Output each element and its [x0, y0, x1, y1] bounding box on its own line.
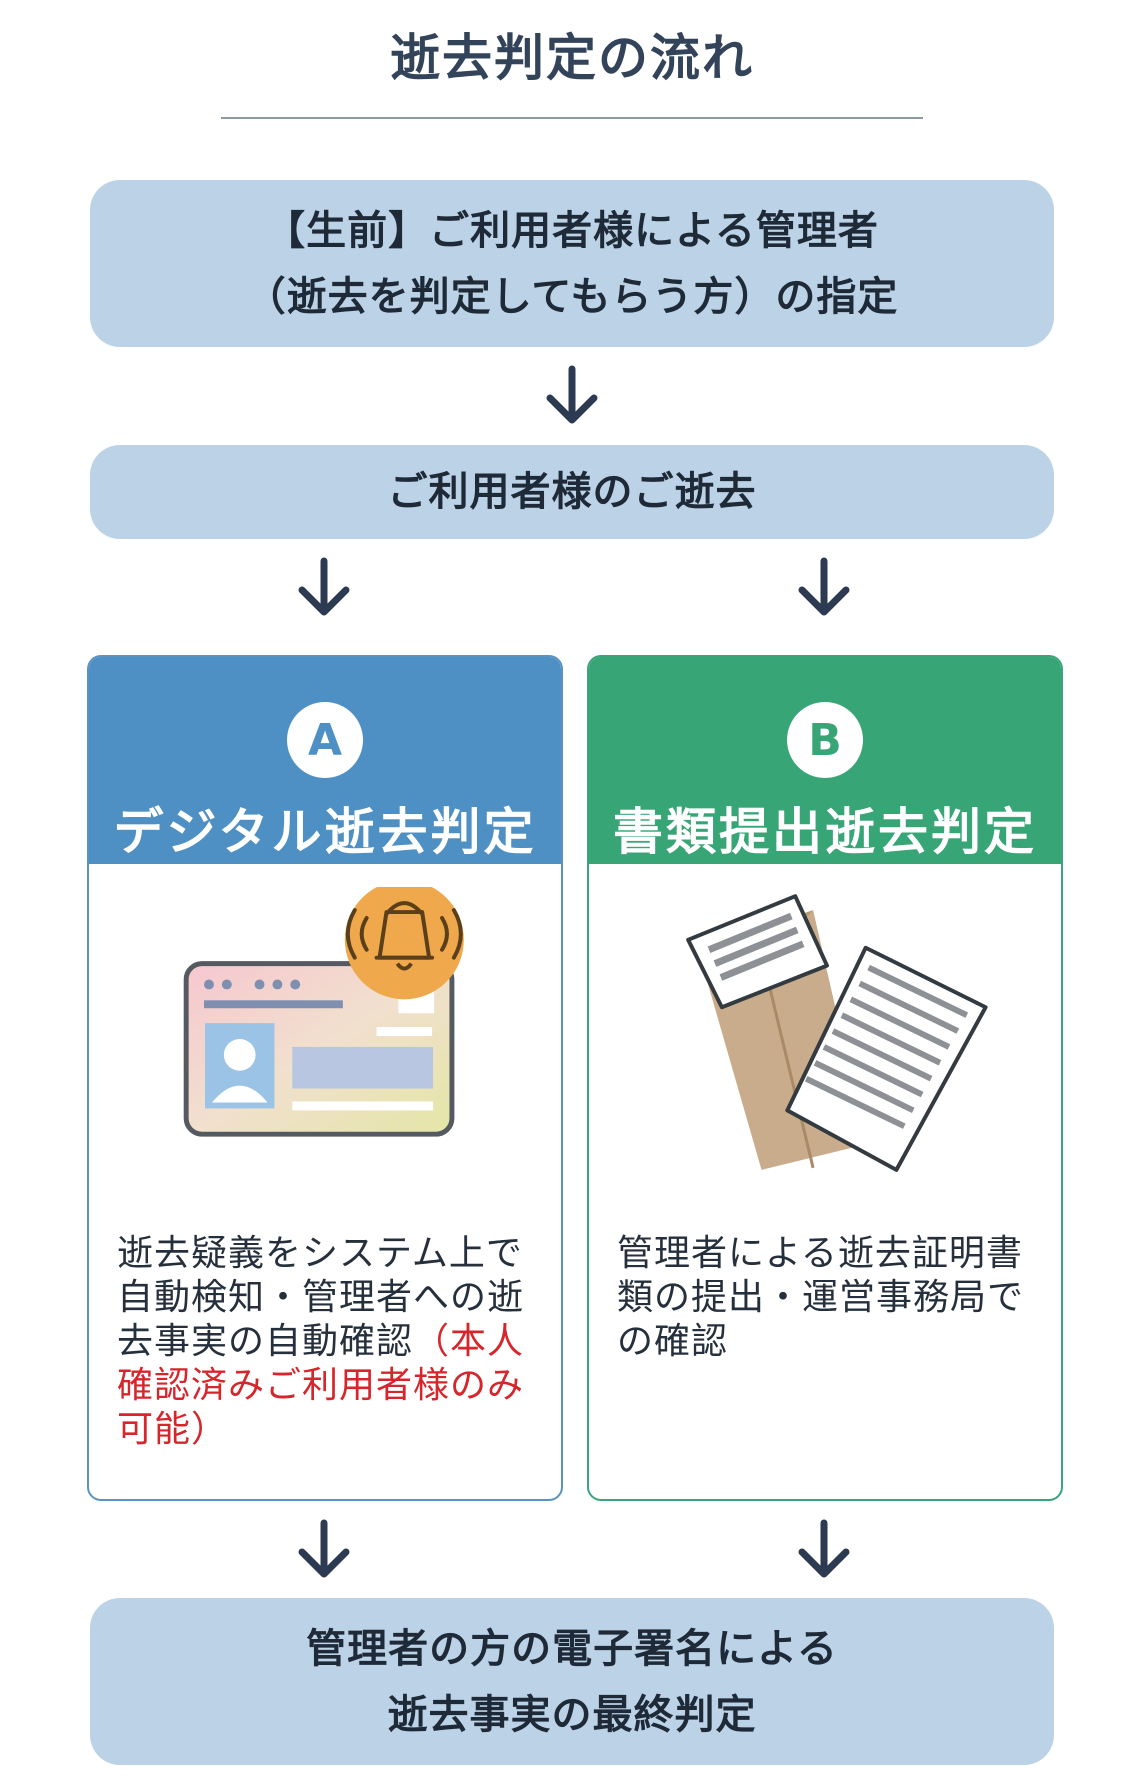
option-a-note: （本人確認済みご利用者様のみ可能）: [117, 1321, 525, 1450]
option-a-card: A デジタル逝去判定: [87, 655, 563, 1501]
step-designation-line1: 【生前】ご利用者様による管理者: [265, 207, 879, 254]
title-divider: [221, 117, 923, 119]
step-final-line2: 逝去事実の最終判定: [387, 1691, 757, 1738]
arrow-down-icon: [796, 1519, 852, 1581]
option-a-description-block: 逝去疑義をシステム上で自動検知・管理者への逝去事実の自動確認（本人確認済みご利用…: [117, 1232, 537, 1452]
page-title: 逝去判定の流れ: [390, 29, 754, 87]
step-final-line1: 管理者の方の電子署名による: [306, 1625, 838, 1672]
option-a-badge: A: [287, 702, 363, 778]
arrow-down-icon: [796, 557, 852, 619]
step-designation-line2: （逝去を判定してもらう方）の指定: [245, 273, 899, 320]
option-b-description: 管理者による逝去証明書類の提出・運営事務局での確認: [617, 1233, 1025, 1362]
envelope-with-documents-icon: [589, 887, 1061, 1187]
option-a-title: デジタル逝去判定: [113, 803, 537, 861]
arrow-down-icon: [544, 365, 600, 427]
option-b-title: 書類提出逝去判定: [613, 803, 1037, 861]
step-death-label: ご利用者様のご逝去: [387, 469, 757, 515]
arrow-down-icon: [296, 557, 352, 619]
step-designation-box: 【生前】ご利用者様による管理者 （逝去を判定してもらう方）の指定: [90, 180, 1054, 347]
option-b-badge: B: [787, 702, 863, 778]
id-card-with-bell-icon: [89, 887, 561, 1187]
option-a-header: A デジタル逝去判定: [89, 657, 561, 864]
step-death-box: ご利用者様のご逝去: [90, 445, 1054, 539]
option-a-description: 逝去疑義をシステム上で自動検知・管理者への逝去事実の自動確認: [117, 1233, 525, 1362]
option-b-card: B 書類提出逝去判定: [587, 655, 1063, 1501]
arrow-down-icon: [296, 1519, 352, 1581]
option-b-header: B 書類提出逝去判定: [589, 657, 1061, 864]
option-b-description-block: 管理者による逝去証明書類の提出・運営事務局での確認: [617, 1232, 1037, 1364]
step-final-box: 管理者の方の電子署名による 逝去事実の最終判定: [90, 1598, 1054, 1765]
